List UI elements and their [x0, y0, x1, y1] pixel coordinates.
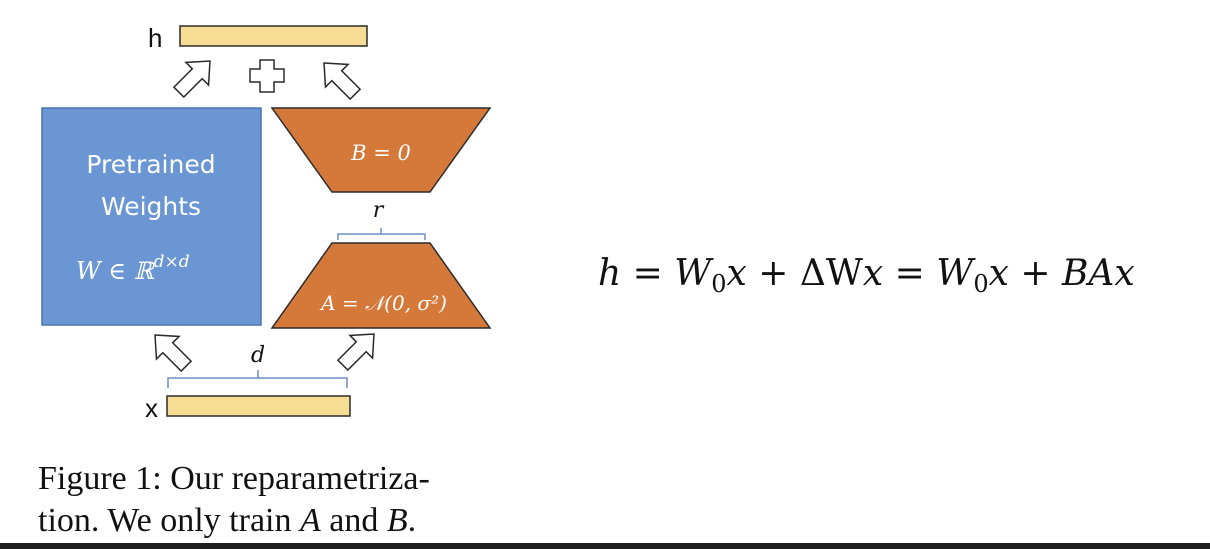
bottom-divider [0, 543, 1210, 549]
rank-label: r [373, 198, 385, 223]
rank-brace [337, 228, 426, 240]
arrow-up-left-icon [154, 334, 193, 373]
weight-space-label: W ∈ ℝd×d [76, 252, 190, 285]
figure-caption: Figure 1: Our reparametriza- tion. We on… [38, 458, 518, 542]
arrow-up-right-icon [336, 333, 375, 372]
arrow-up-right-icon [172, 60, 211, 99]
b-matrix-block [270, 107, 492, 193]
pretrained-label-line2: Weights [101, 192, 201, 221]
b-matrix-label: B = 0 [350, 141, 411, 165]
caption-line-1: Figure 1: Our reparametriza- [38, 460, 430, 497]
h-output-vector [179, 25, 368, 47]
dim-brace [167, 370, 348, 388]
caption-line-2: tion. We only train A and B. [38, 502, 417, 539]
x-input-vector [166, 395, 351, 417]
x-label: x [145, 393, 158, 423]
pretrained-weights-block [41, 107, 262, 326]
h-label: h [148, 23, 162, 53]
dim-label: d [251, 343, 265, 368]
lora-equation: h = W0x + ΔWx = W0x + BAx [598, 253, 1135, 298]
arrow-up-left-icon [323, 62, 362, 101]
a-matrix-label: A = 𝒩(0, σ²) [319, 291, 447, 315]
pretrained-label-line1: Pretrained [86, 150, 215, 179]
a-matrix-block [270, 242, 492, 329]
plus-icon [249, 59, 285, 93]
